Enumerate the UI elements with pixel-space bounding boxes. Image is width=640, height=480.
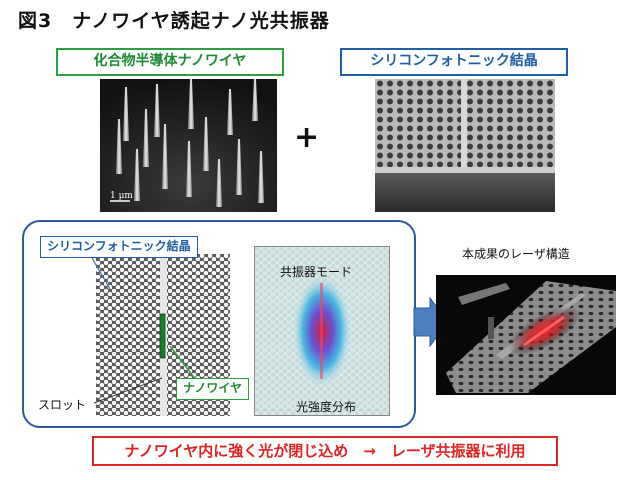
nanowire-label: ナノワイヤ	[176, 378, 250, 400]
slot-label: スロット	[38, 398, 87, 412]
figure-title: 図3 ナノワイヤ誘起ナノ光共振器	[18, 10, 330, 32]
photonic-crystal-sem-drawing	[375, 79, 555, 212]
nanowire-heading: 化合物半導体ナノワイヤ	[56, 48, 284, 76]
nanowire-sem-drawing: 1 μm	[100, 79, 277, 212]
laser-structure-drawing	[436, 275, 616, 395]
conclusion-banner: ナノワイヤ内に強く光が閉じ込め → レーザ共振器に利用	[92, 436, 558, 466]
laser-structure-image	[436, 275, 616, 395]
scale-bar-label: 1 μm	[110, 191, 133, 201]
mode-intensity-image	[254, 246, 390, 416]
laser-structure-title: 本成果のレーザ構造	[462, 247, 570, 261]
plus-sign: +	[294, 120, 320, 155]
intensity-distribution-label: 光強度分布	[296, 400, 357, 414]
mode-intensity-drawing	[255, 247, 389, 415]
photonic-crystal-sem-image	[375, 79, 555, 212]
photonic-crystal-heading: シリコンフォトニック結晶	[340, 48, 568, 76]
photonic-crystal-label: シリコンフォトニック結晶	[40, 236, 198, 258]
resonator-mode-label: 共振器モード	[280, 265, 353, 279]
nanowire-sem-image: 1 μm	[100, 79, 277, 212]
